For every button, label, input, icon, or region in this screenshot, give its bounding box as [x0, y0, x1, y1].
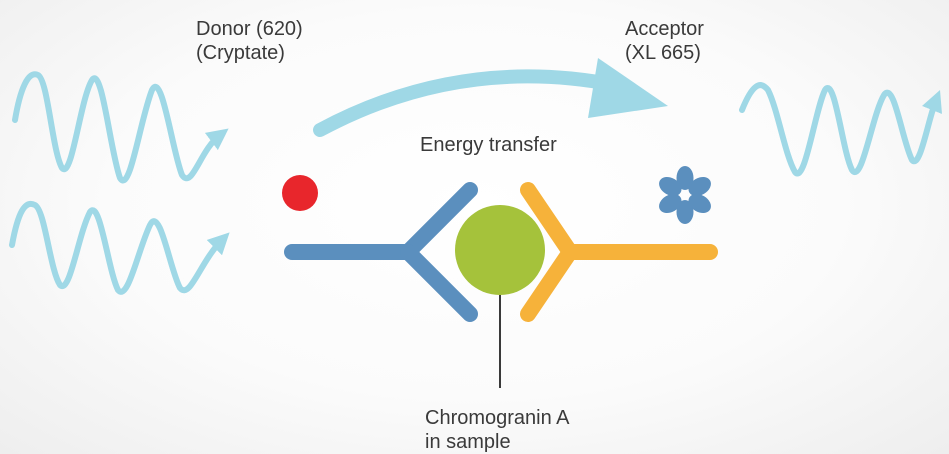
analyte-label: Chromogranin A in sample	[425, 406, 570, 454]
acceptor-flower-icon	[659, 166, 711, 224]
analyte-label-line1: Chromogranin A	[425, 407, 570, 429]
energy-transfer-arrow	[313, 69, 622, 137]
energy-transfer-label: Energy transfer	[420, 133, 557, 157]
donor-label-line2: (Cryptate)	[196, 42, 285, 64]
excitation-wave-top	[12, 71, 229, 184]
donor-label: Donor (620) (Cryptate)	[196, 17, 303, 65]
analyte-label-line2: in sample	[425, 431, 511, 453]
excitation-wave-bottom	[9, 200, 230, 295]
acceptor-label: Acceptor (XL 665)	[625, 17, 704, 65]
emission-wave	[739, 82, 943, 177]
energy-transfer-text: Energy transfer	[420, 134, 557, 156]
acceptor-label-line1: Acceptor	[625, 18, 704, 40]
donor-label-line1: Donor (620)	[196, 18, 303, 40]
acceptor-antibody	[520, 182, 718, 322]
chromogranin-antigen	[455, 205, 545, 295]
donor-antibody	[284, 182, 478, 322]
energy-transfer-arrowhead	[588, 58, 668, 118]
donor-dot	[282, 175, 318, 211]
acceptor-label-line2: (XL 665)	[625, 42, 701, 64]
